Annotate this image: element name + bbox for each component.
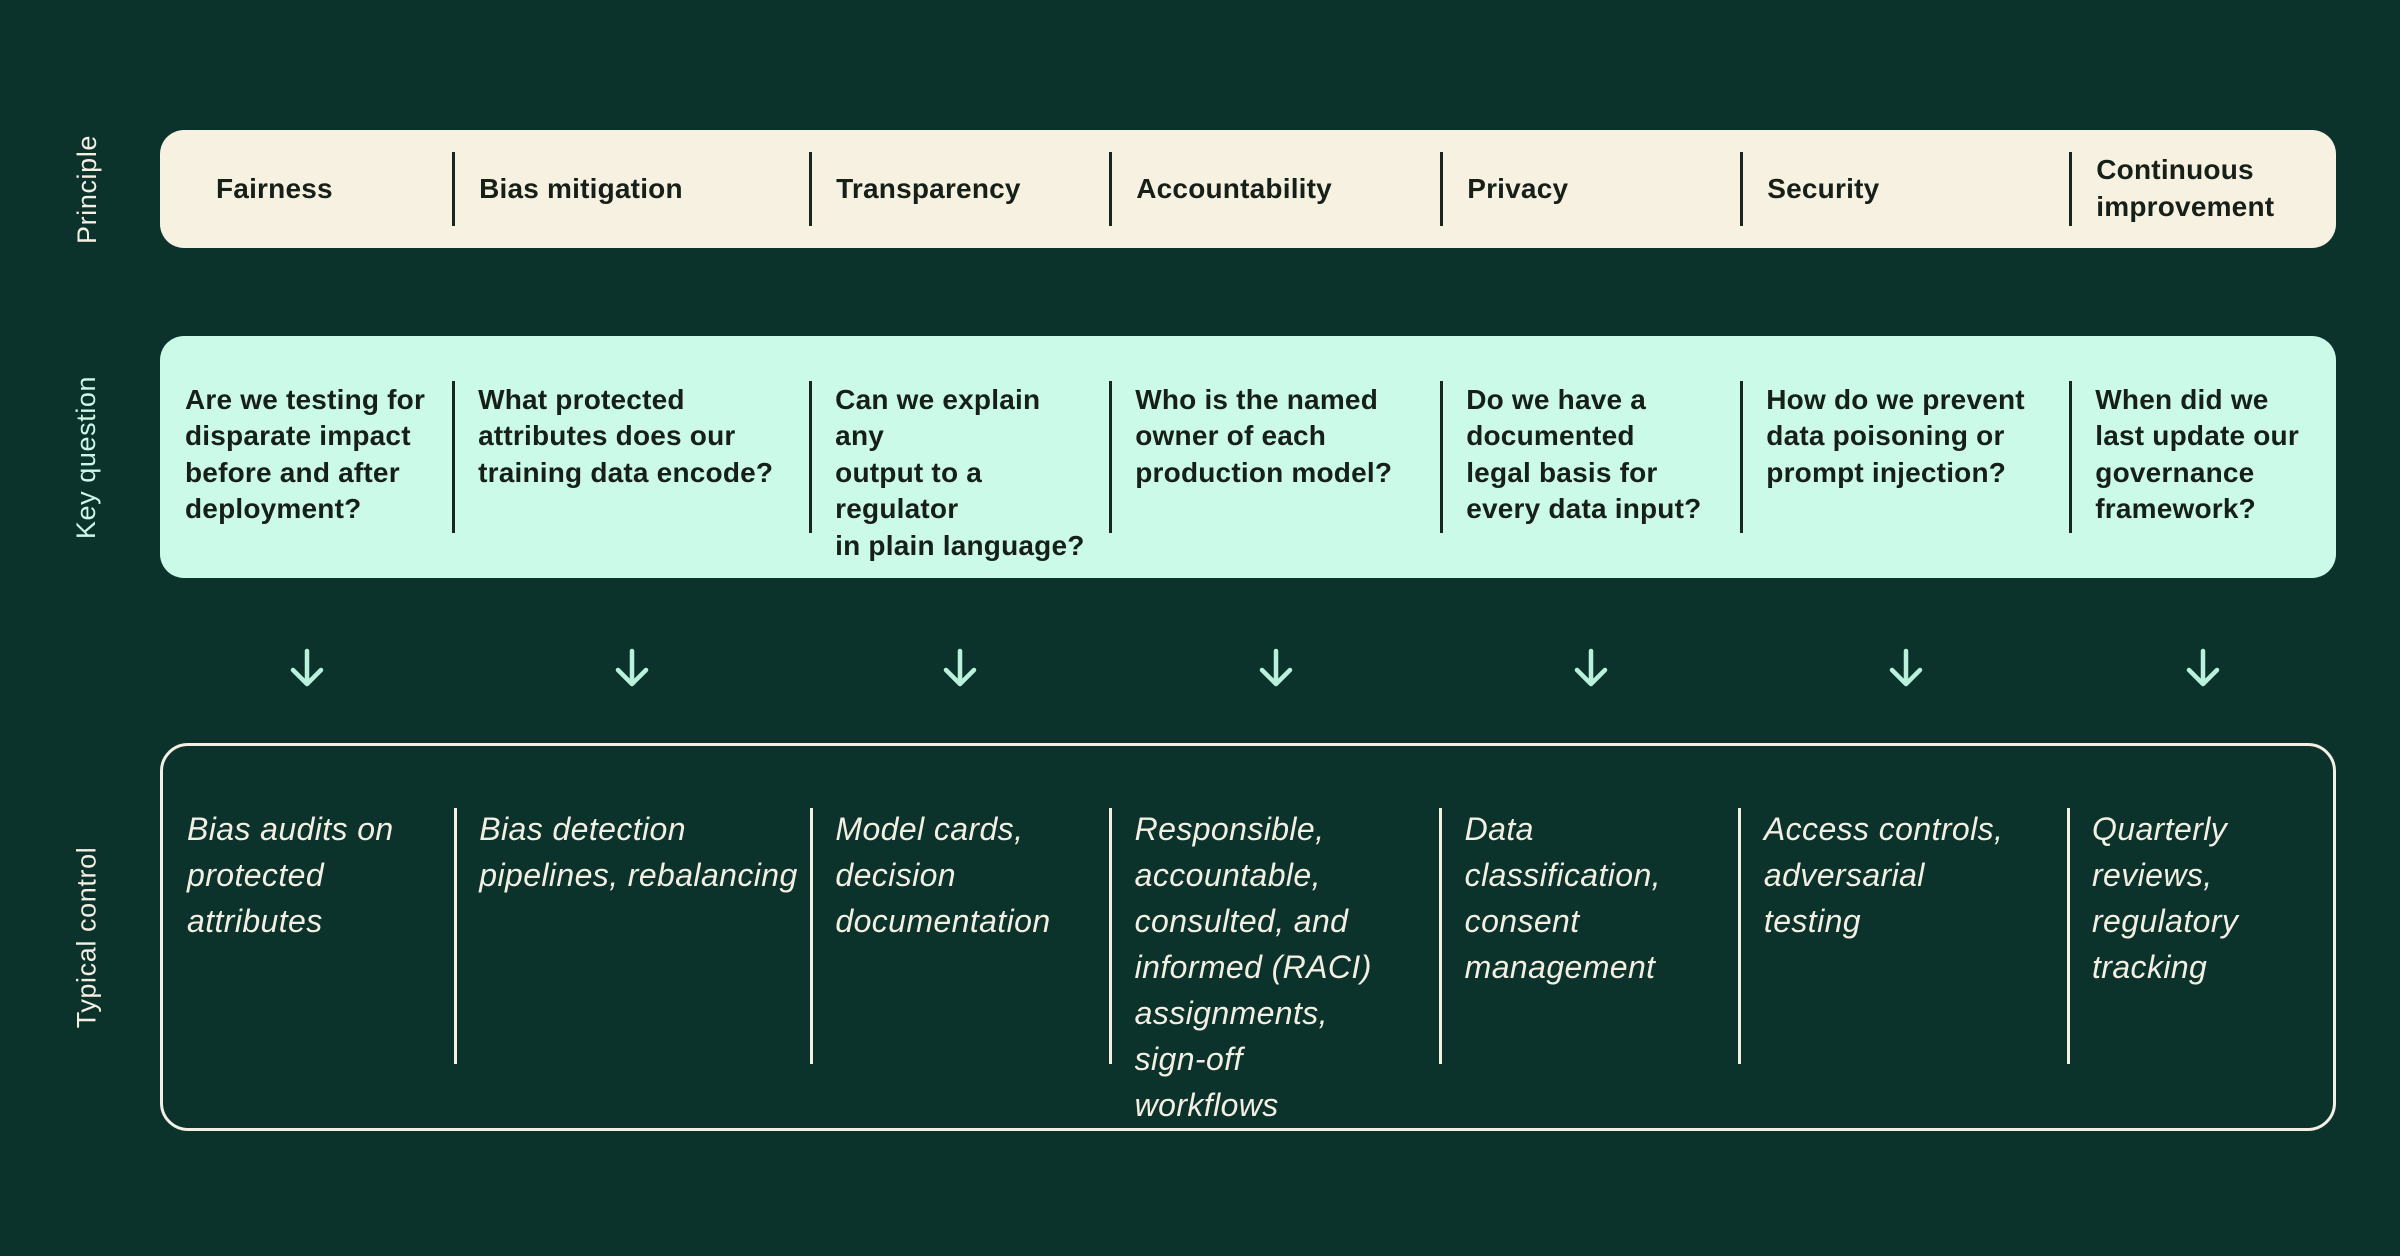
down-arrow-icon (1259, 648, 1292, 687)
principle-label: Continuous improvement (2096, 154, 2275, 222)
control-cell-bias-mitigation: Bias detection pipelines, rebalancing (453, 746, 811, 1128)
question-cell-privacy: Do we have a documented legal basis for … (1440, 336, 1741, 578)
row-label-typical-control: Typical control (34, 743, 140, 1131)
question-text: What protected attributes does our train… (478, 384, 774, 488)
question-cell-security: How do we prevent data poisoning or prom… (1740, 336, 2070, 578)
down-arrow-icon (1889, 648, 1923, 687)
matrix-content: Fairness Bias mitigation Transparency Ac… (160, 0, 2336, 1256)
down-arrow-icon (943, 648, 977, 687)
control-text: Responsible, accountable, consulted, and… (1134, 811, 1372, 1124)
control-text: Bias audits on protected attributes (187, 811, 394, 940)
principle-label: Accountability (1136, 172, 1332, 204)
principle-cell-accountability: Accountability (1110, 130, 1441, 248)
down-arrow-icon (1574, 648, 1608, 687)
control-text: Data classification, consent management (1464, 811, 1661, 986)
principle-cell-privacy: Privacy (1441, 130, 1741, 248)
arrow-row (160, 622, 2336, 714)
row-label-key-question-text: Key question (71, 375, 102, 539)
question-cell-accountability: Who is the named owner of each productio… (1109, 336, 1441, 578)
arrow-cell (453, 622, 810, 714)
row-label-key-question: Key question (34, 336, 140, 578)
arrow-cell (160, 622, 453, 714)
row-label-principle: Principle (34, 130, 140, 248)
principle-row: Fairness Bias mitigation Transparency Ac… (160, 130, 2336, 248)
question-cell-fairness: Are we testing for disparate impact befo… (160, 336, 453, 578)
control-cell-transparency: Model cards, decision documentation (809, 746, 1110, 1128)
principle-label: Security (1767, 172, 1880, 204)
principle-label: Privacy (1467, 172, 1569, 204)
control-cell-continuous-improvement: Quarterly reviews, regulatory tracking (2066, 746, 2333, 1128)
control-text: Quarterly reviews, regulatory tracking (2092, 811, 2239, 986)
question-text: Are we testing for disparate impact befo… (185, 384, 426, 525)
control-cell-security: Access controls, adversarial testing (1738, 746, 2068, 1128)
question-cell-continuous-improvement: When did we last update our governance f… (2069, 336, 2336, 578)
arrow-cell (2070, 622, 2336, 714)
control-cell-fairness: Bias audits on protected attributes (163, 746, 455, 1128)
typical-control-row: Bias audits on protected attributes Bias… (160, 743, 2336, 1131)
question-text: When did we last update our governance f… (2095, 384, 2299, 525)
control-cell-accountability: Responsible, accountable, consulted, and… (1109, 746, 1441, 1128)
question-text: How do we prevent data poisoning or prom… (1766, 384, 2025, 488)
arrow-cell (1441, 622, 1741, 714)
principle-cell-bias-mitigation: Bias mitigation (453, 130, 810, 248)
principle-cell-fairness: Fairness (160, 130, 453, 248)
down-arrow-icon (615, 648, 648, 687)
arrow-cell (810, 622, 1110, 714)
row-label-typical-control-text: Typical control (71, 846, 102, 1028)
control-text: Model cards, decision documentation (835, 811, 1051, 940)
arrow-cell (1741, 622, 2070, 714)
principle-label: Fairness (216, 172, 333, 204)
arrow-cell (1110, 622, 1441, 714)
row-label-principle-text: Principle (71, 134, 102, 244)
question-text: Do we have a documented legal basis for … (1466, 384, 1702, 525)
principle-label: Bias mitigation (479, 172, 683, 204)
question-text: Can we explain any output to a regulator… (835, 384, 1085, 561)
principle-label: Transparency (836, 172, 1021, 204)
control-text: Bias detection pipelines, rebalancing (479, 811, 798, 894)
principle-cell-transparency: Transparency (810, 130, 1110, 248)
control-text: Access controls, adversarial testing (1763, 811, 2004, 940)
control-cell-privacy: Data classification, consent management (1439, 746, 1740, 1128)
question-text: Who is the named owner of each productio… (1135, 384, 1393, 488)
question-cell-bias-mitigation: What protected attributes does our train… (452, 336, 810, 578)
question-cell-transparency: Can we explain any output to a regulator… (809, 336, 1110, 578)
key-question-row: Are we testing for disparate impact befo… (160, 336, 2336, 578)
down-arrow-icon (290, 648, 323, 687)
principle-cell-continuous-improvement: Continuous improvement (2070, 130, 2336, 248)
down-arrow-icon (2186, 648, 2220, 687)
principle-cell-security: Security (1741, 130, 2070, 248)
